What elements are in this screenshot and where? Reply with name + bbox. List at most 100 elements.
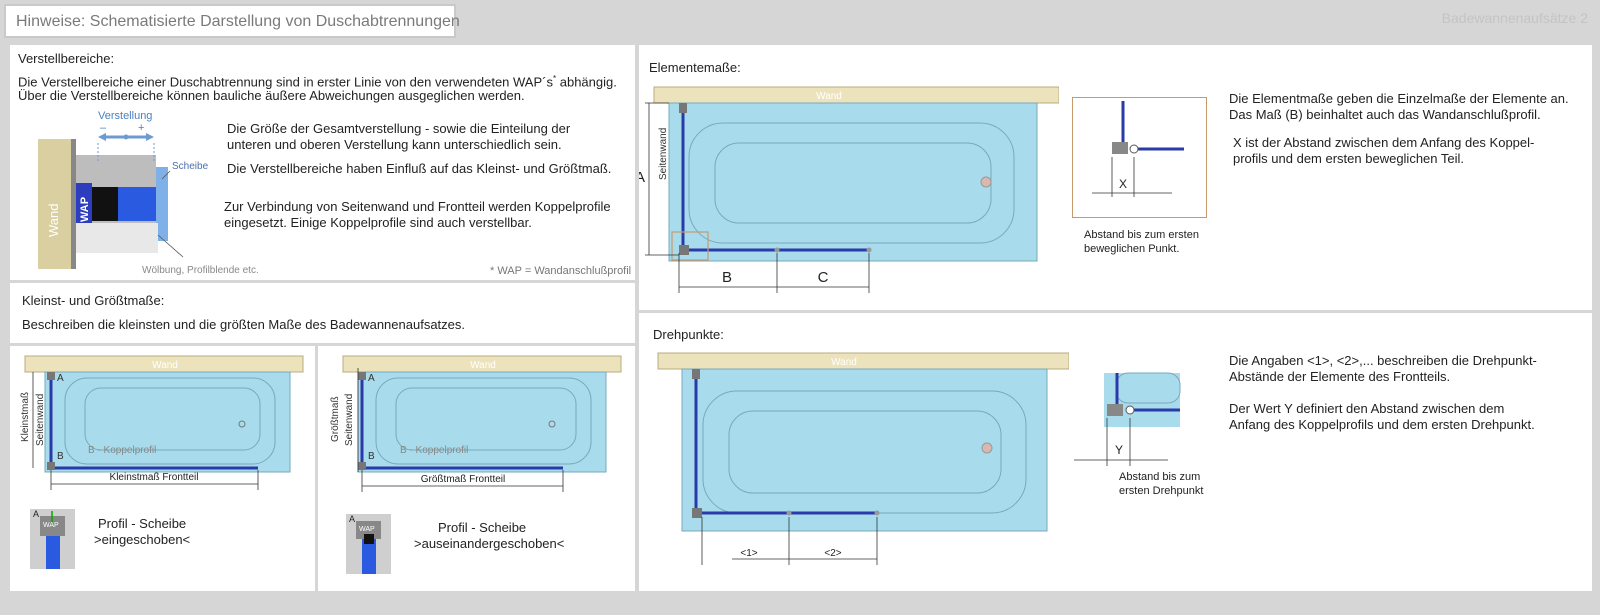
wap-figure: Verstellung – + Scheibe Wand WAP Wölbung… bbox=[38, 110, 259, 276]
wap-label-bg bbox=[76, 183, 92, 223]
wand-block bbox=[38, 139, 71, 269]
verstell-intro-line2: Über die Verstellbereiche können baulich… bbox=[18, 88, 525, 103]
tub-outer bbox=[357, 371, 607, 473]
panel-kleinstmass: Wand A B B - Koppelprofil Kleinstmaß Sei… bbox=[10, 346, 315, 591]
panel-elementemasse: Elementemaße: Wand Seitenwand A B C bbox=[639, 45, 1592, 310]
wand-label: Wand bbox=[816, 91, 842, 102]
wand-edge bbox=[71, 139, 76, 269]
profil-line1: Profil - Scheibe bbox=[98, 516, 187, 531]
dreh-text2: Abstände der Elemente des Frontteils. bbox=[1229, 369, 1451, 384]
label-a: A bbox=[368, 373, 375, 384]
tub-basin bbox=[84, 387, 261, 451]
bottom-dim-label: Größtmaß Frontteil bbox=[421, 474, 505, 485]
detail-caption2: beweglichen Punkt. bbox=[1084, 243, 1180, 255]
element-text2: Das Maß (B) beinhaltet auch das Wandansc… bbox=[1229, 107, 1541, 122]
wap-a-marker bbox=[358, 372, 366, 380]
fig-minus: – bbox=[100, 122, 107, 134]
drain-icon bbox=[980, 176, 992, 188]
tub-outer bbox=[681, 368, 1048, 532]
drain-icon bbox=[981, 442, 993, 454]
tub-basin bbox=[395, 387, 577, 451]
element-text3: X ist der Abstand zwischen dem Anfang de… bbox=[1233, 135, 1535, 150]
detail-caption1: Abstand bis zum ersten bbox=[1084, 229, 1199, 241]
vlabel-seitenwand: Seitenwand bbox=[344, 394, 355, 446]
detail-koppel bbox=[1112, 142, 1128, 154]
wand-strip bbox=[657, 352, 1069, 370]
koppel-b-marker bbox=[358, 462, 366, 470]
fig-plus: + bbox=[138, 122, 144, 134]
tub-outer bbox=[44, 371, 291, 473]
detail-joint bbox=[1129, 144, 1139, 154]
woelbung-pointer bbox=[157, 234, 184, 258]
tub-basin bbox=[728, 410, 1002, 494]
fig-scheibe-label: Scheibe bbox=[172, 161, 209, 172]
label-a: A bbox=[57, 373, 64, 384]
kleinst-heading: Kleinst- und Größtmaße: bbox=[22, 293, 165, 308]
joint-1 bbox=[774, 247, 780, 253]
vlabel-groesstmass: Größtmaß bbox=[330, 396, 341, 442]
wand-strip bbox=[653, 86, 1059, 104]
dim-c-label: C bbox=[818, 269, 829, 286]
drain-icon bbox=[238, 420, 246, 428]
scheibe-glass bbox=[118, 187, 158, 221]
profil-icon-glass bbox=[46, 536, 60, 569]
dreh-caption1: Abstand bis zum bbox=[1119, 471, 1201, 483]
label-b: B bbox=[57, 451, 64, 462]
page-label: Badewannenaufsätze 2 bbox=[1441, 10, 1588, 26]
dreh-text3: Der Wert Y definiert den Abstand zwische… bbox=[1229, 401, 1505, 416]
detail-joint bbox=[1125, 405, 1135, 415]
detail-frame bbox=[1072, 97, 1207, 218]
verstell-text-c2: eingesetzt. Einige Koppelprofile sind au… bbox=[224, 215, 532, 230]
arrow-center-dot bbox=[123, 134, 129, 140]
groesst-drawing: Wand A B B - Koppelprofil Größtmaß Seite… bbox=[330, 355, 622, 574]
label-b: B bbox=[368, 451, 375, 462]
top-profile bbox=[679, 103, 687, 113]
panel-groesstmass: Wand A B B - Koppelprofil Größtmaß Seite… bbox=[318, 346, 635, 591]
panel-drehpunkte: Drehpunkte: Wand <1> <2> Y Abstand bis z… bbox=[639, 313, 1592, 591]
dim-b-label: B bbox=[722, 269, 732, 286]
detail-y-label: Y bbox=[1115, 443, 1123, 457]
detail-highlight-box bbox=[671, 231, 709, 261]
fig-woelbung-label: Wölbung, Profilblende etc. bbox=[142, 265, 259, 276]
wand-label: Wand bbox=[470, 360, 496, 371]
scheibe-edge bbox=[156, 167, 168, 241]
wand-label: Wand bbox=[831, 357, 857, 368]
joint-2 bbox=[866, 247, 872, 253]
tub-rim bbox=[64, 377, 276, 465]
tub-outer bbox=[668, 102, 1038, 262]
arrow-left-icon bbox=[98, 133, 106, 141]
profil-line2: >eingeschoben< bbox=[94, 532, 191, 547]
dim-1-label: <1> bbox=[740, 548, 757, 559]
profil-icon-wap bbox=[356, 521, 381, 539]
drehpunkt-1 bbox=[786, 510, 792, 516]
verstell-text-a2: unteren und oberen Verstellung kann unte… bbox=[227, 137, 562, 152]
verstell-intro1-text: Die Verstellbereiche einer Duschabtrennu… bbox=[18, 74, 553, 90]
element-heading: Elementemaße: bbox=[649, 60, 741, 75]
dreh-caption2: ersten Drehpunkt bbox=[1119, 485, 1204, 497]
detail-x-label: X bbox=[1119, 177, 1127, 191]
verstell-intro1-end: abhängig. bbox=[559, 74, 617, 90]
profil-wap-label: WAP bbox=[359, 526, 375, 533]
verstell-footnote: * WAP = Wandanschlußprofil bbox=[490, 265, 632, 277]
arrow-right-icon bbox=[146, 133, 154, 141]
detail-koppel bbox=[1107, 404, 1123, 416]
verstell-intro-line1: Die Verstellbereiche einer Duschabtrennu… bbox=[18, 71, 617, 90]
fig-verstellung-label: Verstellung bbox=[98, 110, 152, 122]
kleinst-desc: Beschreiben die kleinsten und die größte… bbox=[22, 317, 466, 332]
wap-a-marker bbox=[47, 372, 55, 380]
verstell-text-a1: Die Größe der Gesamtverstellung - sowie … bbox=[227, 121, 571, 136]
page-title: Hinweise: Schematisierte Darstellung von… bbox=[16, 13, 460, 30]
tub-rim bbox=[375, 377, 592, 465]
profil-a-label: A bbox=[349, 514, 355, 524]
element-text4: profils und dem ersten beweglichen Teil. bbox=[1233, 151, 1465, 166]
title-box: Hinweise: Schematisierte Darstellung von… bbox=[4, 4, 460, 38]
verstell-text-c1: Zur Verbindung von Seitenwand und Frontt… bbox=[224, 199, 611, 214]
koppel-b-marker bbox=[47, 462, 55, 470]
vlabel-kleinstmass: Kleinstmaß bbox=[20, 392, 31, 442]
profil-line2: >auseinandergeschoben< bbox=[414, 536, 565, 551]
koppel-marker bbox=[679, 245, 689, 255]
drehpunkt-2 bbox=[874, 510, 880, 516]
panel-verstellbereiche: Verstellbereiche: Die Verstellbereiche e… bbox=[10, 45, 635, 280]
dreh-text1: Die Angaben <1>, <2>,... beschreiben die… bbox=[1229, 353, 1537, 368]
fig-wap-label: WAP bbox=[79, 197, 91, 222]
